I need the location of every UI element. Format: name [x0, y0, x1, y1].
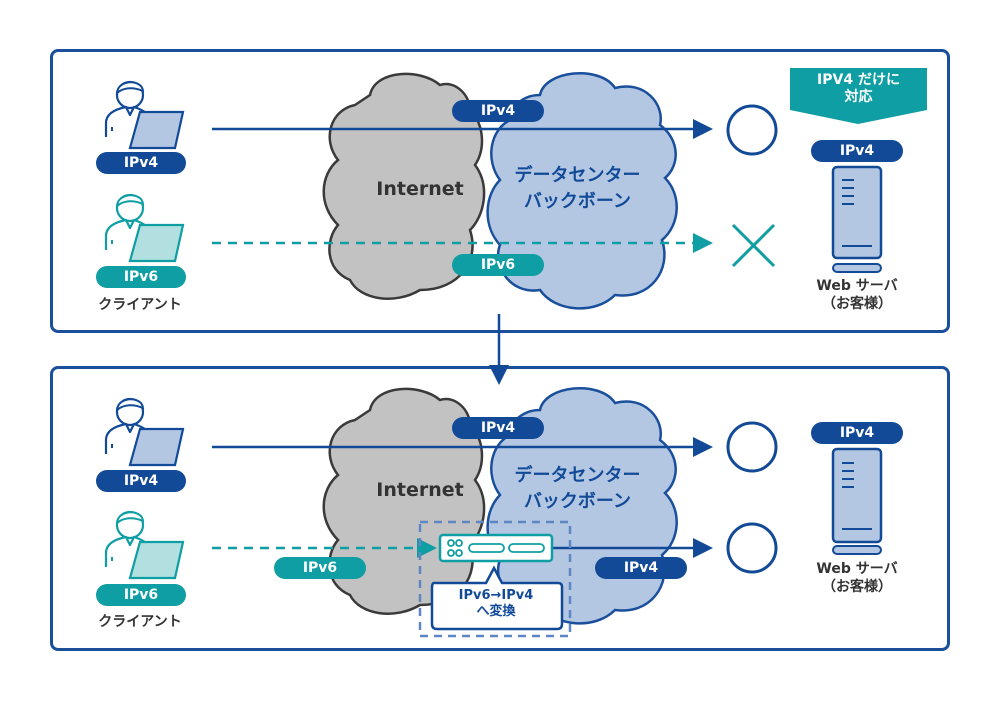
- bottom-route-ipv4-out-badge: IPv4: [595, 557, 687, 579]
- bottom-client-ipv6-badge: IPv6: [96, 584, 186, 606]
- bottom-datacenter-label-line1: データセンター: [514, 465, 641, 486]
- bottom-datacenter-label-line2: バックボーン: [523, 491, 632, 512]
- top-client-label: クライアント: [98, 297, 182, 313]
- bottom-server-icon: [831, 447, 883, 555]
- banner-line2: 対応: [844, 89, 873, 105]
- top-server-icon: [831, 165, 883, 273]
- bottom-client-ipv4-badge: IPv4: [96, 470, 186, 492]
- top-route-ipv6-badge: IPv6: [452, 254, 544, 276]
- top-datacenter-cloud: [486, 71, 678, 310]
- top-ipv4-success-circle-icon: [726, 104, 778, 156]
- bottom-route-ipv4-badge: IPv4: [452, 417, 544, 439]
- bottom-route-ipv6-in-badge: IPv6: [274, 557, 366, 579]
- converter-line2: へ変換: [476, 604, 516, 619]
- bottom-server-label-line1: Web サーバ: [816, 561, 898, 577]
- nat-device-icon: [438, 533, 554, 563]
- top-ipv6-fail-cross-icon: [731, 223, 776, 268]
- ipv4-only-banner: [790, 68, 927, 124]
- bottom-ipv4-client-icon: [104, 397, 185, 467]
- top-server-label-line1: Web サーバ: [816, 278, 898, 294]
- top-ipv6-client-icon: [104, 193, 185, 263]
- bottom-server-label: Web サーバ （お客様）: [797, 560, 917, 596]
- top-route-ipv4-badge: IPv4: [452, 100, 544, 122]
- bottom-client-label: クライアント: [98, 614, 182, 630]
- converter-line1: IPv6→IPv4: [458, 588, 534, 603]
- top-client-ipv6-badge: IPv6: [96, 266, 186, 288]
- bottom-server-ipv4-badge: IPv4: [811, 422, 903, 444]
- top-server-label: Web サーバ （お客様）: [797, 277, 917, 313]
- ipv4-only-banner-text: IPV4 だけに 対応: [790, 72, 927, 106]
- top-datacenter-label: データセンター バックボーン: [495, 163, 660, 215]
- bottom-datacenter-label: データセンター バックボーン: [495, 463, 660, 515]
- bottom-ipv4-success-circle-icon: [726, 421, 778, 473]
- bottom-server-label-line2: （お客様）: [822, 579, 892, 595]
- top-client-ipv4-badge: IPv4: [96, 152, 186, 174]
- bottom-ipv6-success-circle-icon: [726, 522, 778, 574]
- converter-zone: [418, 520, 572, 638]
- top-server-label-line2: （お客様）: [822, 296, 892, 312]
- top-datacenter-label-line1: データセンター: [514, 165, 641, 186]
- top-internet-label: Internet: [376, 178, 464, 200]
- top-ipv4-client-icon: [104, 80, 185, 150]
- banner-line1: IPV4 だけに: [817, 72, 900, 88]
- top-server-ipv4-badge: IPv4: [811, 140, 903, 162]
- bottom-internet-label: Internet: [376, 479, 464, 501]
- bottom-ipv6-client-icon: [104, 510, 185, 580]
- converter-callout-text: IPv6→IPv4 へ変換: [432, 588, 560, 620]
- converter-callout: [430, 565, 564, 631]
- top-datacenter-label-line2: バックボーン: [523, 191, 632, 212]
